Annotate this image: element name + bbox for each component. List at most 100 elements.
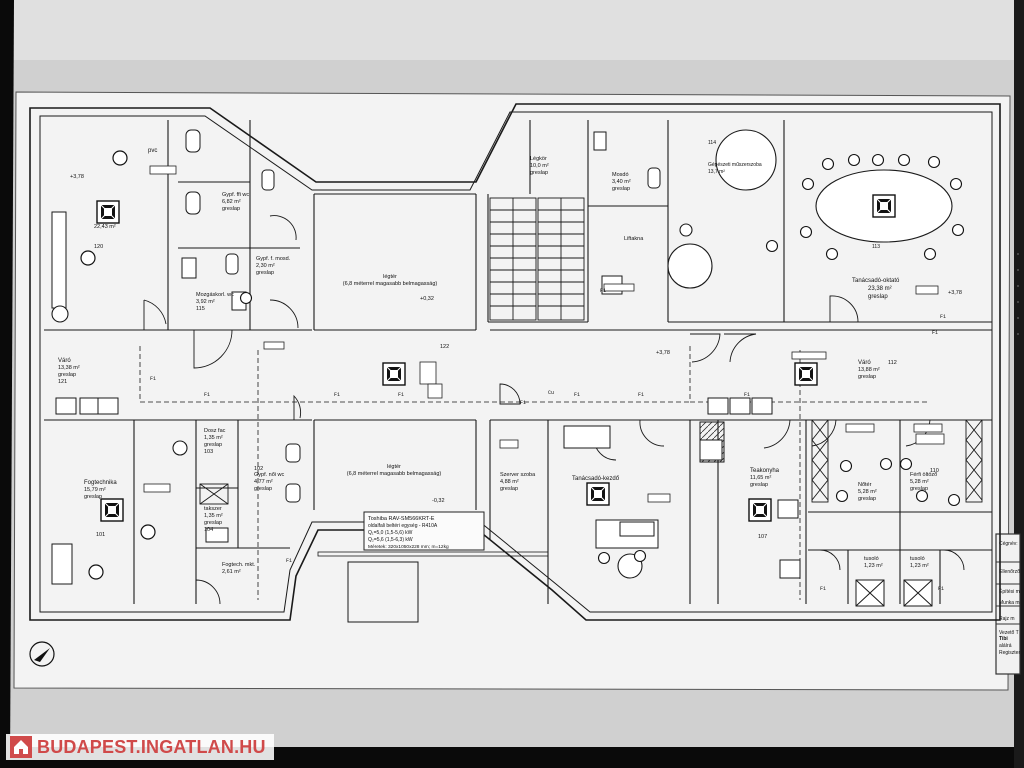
room-label: Nőtér 5,28 m² greslap: [858, 482, 877, 502]
round-furniture: [51, 129, 953, 579]
svg-text:takszer: takszer: [204, 506, 222, 512]
svg-text:Fogtech. mkt.: Fogtech. mkt.: [222, 562, 256, 568]
room-label: Légkör 10,0 m² greslap: [530, 156, 549, 176]
room-label: 22,43 m² 120: [94, 224, 116, 250]
svg-text:Szerver szoba: Szerver szoba: [500, 472, 536, 478]
svg-text:13,38 m²: 13,38 m²: [58, 365, 80, 371]
svg-text:112: 112: [888, 360, 897, 366]
room-labels: pvc 22,43 m² 120 Gypf. ffi wc 6,82 m² gr…: [58, 140, 939, 575]
svg-text:greslap: greslap: [858, 374, 876, 380]
right-margin-marks: [1017, 253, 1019, 335]
house-icon: [10, 736, 32, 758]
svg-text:3,40 m²: 3,40 m²: [612, 179, 631, 185]
fixtures: [51, 129, 933, 607]
svg-text:23,38 m²: 23,38 m²: [868, 286, 892, 292]
svg-text:F1: F1: [334, 392, 340, 398]
svg-text:Fogtechnika: Fogtechnika: [84, 480, 117, 486]
svg-text:(6,8 méterrel magasabb belmaga: (6,8 méterrel magasabb belmagasság): [343, 281, 438, 287]
svg-text:+3,78: +3,78: [656, 350, 670, 356]
room-label: Liftakna: [624, 236, 644, 242]
svg-text:greslap: greslap: [254, 486, 272, 492]
panel-line-1: Ellenőrző: [999, 569, 1020, 575]
svg-text:1,35 m²: 1,35 m²: [204, 513, 223, 519]
svg-text:102: 102: [254, 466, 263, 472]
svg-text:6,82 m²: 6,82 m²: [222, 199, 241, 205]
svg-text:F1: F1: [932, 330, 938, 336]
svg-text:+3,78: +3,78: [948, 290, 962, 296]
svg-text:Férfi öltöző: Férfi öltöző: [910, 472, 937, 478]
room-label: Tanácsadó-oktató 23,38 m² greslap 113: [852, 244, 900, 300]
room-label: Váró 13,88 m² greslap 112: [858, 360, 897, 380]
svg-text:greslap: greslap: [612, 186, 630, 192]
svg-text:2,30 m²: 2,30 m²: [256, 263, 275, 269]
svg-text:Gypf. ffi wc: Gypf. ffi wc: [222, 192, 249, 198]
room-label: Fogtechnika 15,79 m² greslap 101: [84, 480, 117, 538]
svg-text:Gypf. f. mosd.: Gypf. f. mosd.: [256, 256, 291, 262]
svg-text:Váró: Váró: [58, 358, 71, 364]
svg-text:Cu: Cu: [548, 390, 554, 396]
svg-text:greslap: greslap: [58, 372, 76, 378]
svg-text:greslap: greslap: [500, 486, 518, 492]
watermark-text: BUDAPEST.INGATLAN.HU: [37, 736, 266, 757]
panel-line-7: aláírá: [999, 643, 1012, 649]
svg-text:5,28 m²: 5,28 m²: [910, 479, 929, 485]
svg-text:greslap: greslap: [858, 496, 876, 502]
svg-text:greslap: greslap: [204, 442, 222, 448]
svg-text:Liftakna: Liftakna: [624, 236, 644, 242]
staircase: [489, 197, 585, 321]
svg-text:2,61 m²: 2,61 m²: [222, 569, 241, 575]
svg-text:Toshiba RAV-SM566KRT-E: Toshiba RAV-SM566KRT-E: [368, 516, 435, 522]
room-label: Mozgáskorl. wc 3,92 m² 115: [196, 292, 234, 312]
svg-text:tusoló: tusoló: [864, 556, 879, 562]
room-label: Szerver szoba 4,88 m² greslap: [500, 472, 536, 492]
room-label: Váró 13,38 m² greslap 121: [58, 358, 80, 385]
svg-text:F1: F1: [940, 314, 946, 320]
panel-line-3: Munka m: [999, 600, 1020, 606]
room-label: Gypf. női wc 4,77 m² 102 greslap: [254, 466, 285, 492]
svg-text:Méretek: 320x1050x228 mm; m=12: Méretek: 320x1050x228 mm; m=12kg: [368, 544, 449, 550]
svg-text:F1: F1: [938, 586, 944, 592]
svg-text:120: 120: [94, 244, 103, 250]
room-label: Gépészeti műszerszoba 13,7 m² 114: [708, 140, 762, 175]
shafts: [199, 419, 983, 505]
svg-text:Dosz fac: Dosz fac: [204, 428, 226, 434]
svg-text:greslap: greslap: [204, 520, 222, 526]
equipment-note: Toshiba RAV-SM566KRT-E oldalfali beltéri…: [363, 511, 485, 551]
room-label: Mosdó 3,40 m² greslap: [612, 172, 631, 192]
svg-text:4,88 m²: 4,88 m²: [500, 479, 519, 485]
svg-text:115: 115: [196, 306, 205, 312]
svg-text:5,28 m²: 5,28 m²: [858, 489, 877, 495]
svg-text:(6,8 méterrel magasabb belmaga: (6,8 méterrel magasabb belmagasság): [347, 471, 442, 477]
svg-text:Q₂=5,6 (1,5-6,3) kW: Q₂=5,6 (1,5-6,3) kW: [368, 537, 413, 543]
svg-text:1,35 m²: 1,35 m²: [204, 435, 223, 441]
svg-text:greslap: greslap: [910, 486, 928, 492]
svg-text:F1: F1: [204, 392, 210, 398]
room-label: Férfi öltöző 5,28 m² greslap 110: [910, 468, 939, 492]
room-label: takszer 1,35 m² greslap 104: [204, 506, 223, 533]
svg-text:greslap: greslap: [530, 170, 548, 176]
svg-text:-0,32: -0,32: [432, 498, 445, 504]
svg-text:15,79 m²: 15,79 m²: [84, 487, 106, 493]
svg-text:10,0 m²: 10,0 m²: [530, 163, 549, 169]
svg-text:Mozgáskorl. wc: Mozgáskorl. wc: [196, 292, 234, 298]
svg-text:13,88 m²: 13,88 m²: [858, 367, 880, 373]
room-label: 122: [440, 344, 449, 350]
svg-text:Tanácsadó-kezdő: Tanácsadó-kezdő: [572, 476, 620, 482]
svg-text:F1: F1: [398, 392, 404, 398]
panel-line-6: Tibi: [999, 636, 1008, 642]
tag-boxes: [143, 165, 945, 503]
svg-text:+3,78: +3,78: [70, 174, 84, 180]
svg-text:Q₁=5,0 (1,5-5,6) kW: Q₁=5,0 (1,5-5,6) kW: [368, 530, 413, 536]
svg-text:+0,32: +0,32: [420, 296, 434, 302]
svg-text:F1: F1: [574, 392, 580, 398]
svg-text:greslap: greslap: [750, 482, 768, 488]
svg-text:oldalfali beltéri egység - R41: oldalfali beltéri egység - R410A: [368, 523, 438, 529]
svg-text:F1: F1: [820, 586, 826, 592]
svg-text:F1: F1: [520, 400, 526, 406]
svg-text:113: 113: [872, 244, 880, 250]
svg-text:3,92 m²: 3,92 m²: [196, 299, 215, 305]
room-label: tusoló 1,23 m²: [864, 556, 883, 569]
svg-text:greslap: greslap: [222, 206, 240, 212]
svg-text:22,43 m²: 22,43 m²: [94, 224, 116, 230]
svg-text:F1: F1: [744, 392, 750, 398]
